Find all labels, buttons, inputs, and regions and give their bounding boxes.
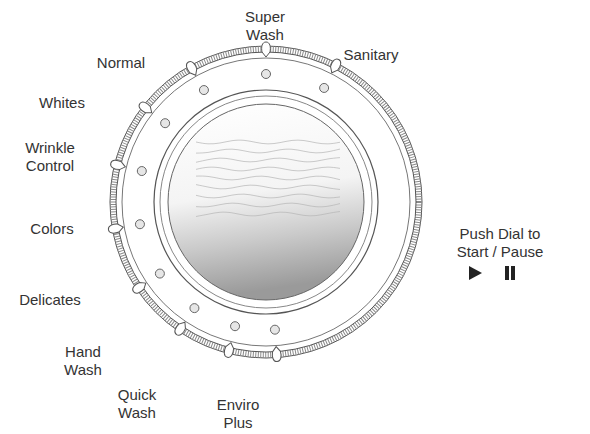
cycle-pointer xyxy=(185,60,200,77)
cycle-label: Quick Wash xyxy=(111,386,163,422)
cycle-label: Wrinkle Control xyxy=(18,139,82,175)
window-texture xyxy=(196,149,340,153)
window-texture xyxy=(196,212,340,217)
cycle-indicator-dot xyxy=(155,269,164,278)
window-texture xyxy=(196,158,340,163)
cycle-pointer xyxy=(328,57,343,74)
cycle-indicator-dot xyxy=(190,304,199,313)
cycle-indicator-dot xyxy=(320,83,329,92)
cycle-label: Sanitary xyxy=(326,46,416,64)
start-pause-symbols xyxy=(469,266,515,280)
cycle-indicator-dot xyxy=(270,325,279,334)
instruction-label: Push Dial to Start / Pause xyxy=(444,225,556,261)
cycle-indicator-dot xyxy=(231,322,240,331)
cycle-indicator-dot xyxy=(137,167,146,176)
window-texture xyxy=(196,140,340,144)
cycle-label: Enviro Plus xyxy=(208,396,268,432)
cycle-pointer xyxy=(272,346,282,362)
cycle-label: Delicates xyxy=(5,291,95,309)
cycle-pointer xyxy=(131,279,148,295)
cycle-pointer xyxy=(223,342,235,359)
cycle-pointer xyxy=(137,100,154,116)
dial-body xyxy=(108,42,422,362)
cycle-pointer xyxy=(108,223,124,234)
cycle-indicator-dot xyxy=(161,119,170,128)
window-texture xyxy=(196,203,340,207)
cycle-pointer xyxy=(110,159,127,171)
cycle-label: Normal xyxy=(81,54,161,72)
cycle-pointer xyxy=(173,320,189,337)
cycle-indicator-dot xyxy=(262,70,271,79)
cycle-indicator-dot xyxy=(135,220,144,229)
window-texture xyxy=(196,176,340,180)
cycle-pointer xyxy=(262,42,271,57)
cycle-label: Hand Wash xyxy=(58,343,108,379)
cycle-indicator-dot xyxy=(199,86,208,95)
window-texture xyxy=(196,194,340,198)
window-texture xyxy=(196,185,340,190)
cycle-label: Whites xyxy=(22,94,102,112)
cycle-label: Super Wash xyxy=(235,8,295,44)
cycle-label: Colors xyxy=(12,220,92,238)
window-texture xyxy=(196,167,340,171)
